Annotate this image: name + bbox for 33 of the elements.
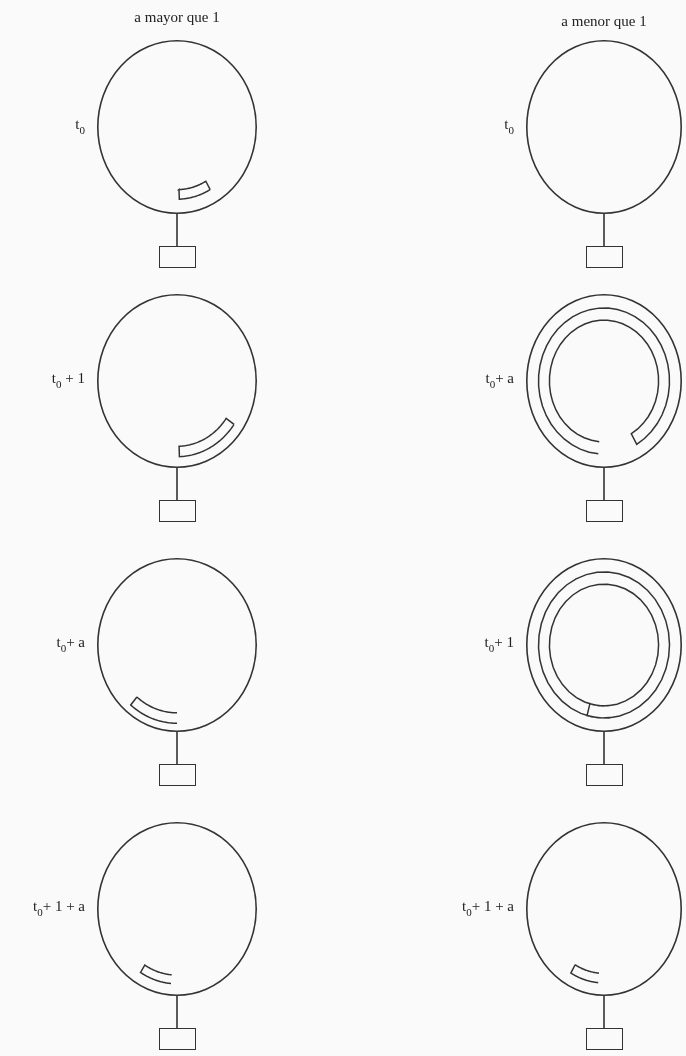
- loop-circle: [526, 40, 682, 214]
- sensor-box: [586, 764, 623, 786]
- time-label: t$_{0}$+ 1: [484, 635, 514, 654]
- loop-circle: [526, 558, 682, 732]
- loop-circle: [97, 40, 257, 214]
- connector-line: [603, 213, 605, 247]
- connector-line: [603, 731, 605, 765]
- sensor-box: [586, 500, 623, 522]
- sensor-box: [159, 246, 196, 268]
- connector-line: [176, 731, 178, 765]
- time-label: t$_{0}$: [75, 117, 85, 136]
- time-label: t$_{0}$: [504, 117, 514, 136]
- sensor-box: [159, 500, 196, 522]
- loop-circle: [97, 294, 257, 468]
- connector-line: [603, 467, 605, 501]
- loop-circle: [97, 558, 257, 732]
- loop-circle: [97, 822, 257, 996]
- time-label: t$_{0}$ + 1: [51, 371, 85, 390]
- time-label: t$_{0}$+ 1 + a: [33, 899, 85, 918]
- time-label: t$_{0}$+ 1 + a: [462, 899, 514, 918]
- sensor-box: [159, 764, 196, 786]
- connector-line: [176, 995, 178, 1029]
- sensor-box: [159, 1028, 196, 1050]
- connector-line: [176, 213, 178, 247]
- loop-circle: [526, 822, 682, 996]
- loop-circle: [526, 294, 682, 468]
- sensor-box: [586, 1028, 623, 1050]
- time-label: t$_{0}$+ a: [485, 371, 514, 390]
- sensor-box: [586, 246, 623, 268]
- connector-line: [176, 467, 178, 501]
- time-label: t$_{0}$+ a: [56, 635, 85, 654]
- connector-line: [603, 995, 605, 1029]
- column-heading: a mayor que 1: [134, 10, 220, 25]
